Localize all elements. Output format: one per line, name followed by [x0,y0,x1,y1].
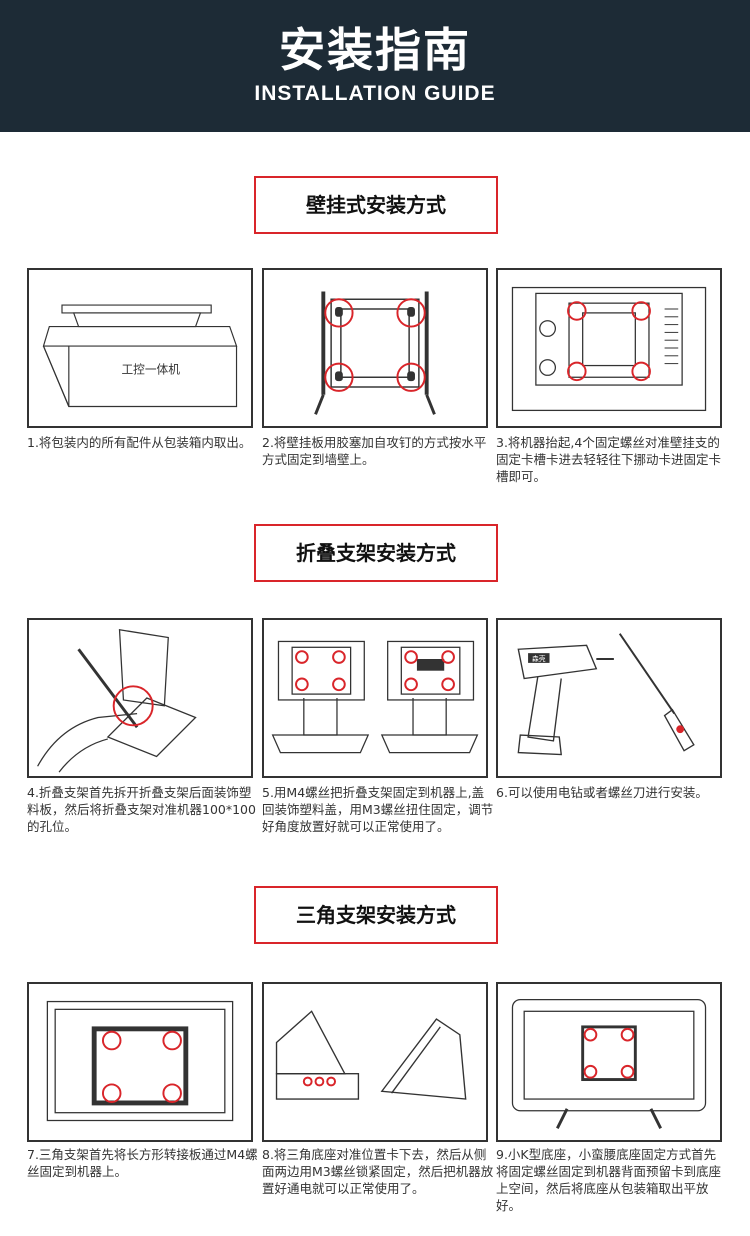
header-banner: 安装指南 INSTALLATION GUIDE [0,0,750,132]
drill-brand-label: 森壳 [532,654,546,663]
section-title-folding-stand: 折叠支架安装方式 [254,524,498,582]
step-9-caption: 9.小K型底座，小蛮腰底座固定方式首先将固定螺丝固定到机器背面预留卡到底座上空间… [496,1147,722,1213]
step-6-caption: 6.可以使用电钻或者螺丝刀进行安装。 [496,785,708,800]
triangle-base-illustration [275,1010,467,1100]
step-9-image [496,982,722,1142]
step-8-caption: 8.将三角底座对准位置卡下去，然后从侧面两边用M3螺丝锁紧固定，然后把机器放置好… [262,1147,494,1196]
page-title: 安装指南 [279,23,471,77]
k-base-illustration [511,998,707,1129]
page-subtitle: INSTALLATION GUIDE [254,82,496,105]
drill-screwdriver-illustration: 森壳 [517,633,695,756]
step-1-caption: 1.将包装内的所有配件从包装箱内取出。 [27,435,252,450]
step-8-image [262,982,488,1142]
step-7-caption: 7.三角支架首先将长方形转接板通过M4螺丝固定到机器上。 [27,1147,258,1179]
step-5-caption: 5.用M4螺丝把折叠支架固定到机器上,盖回装饰塑料盖，用M3螺丝扭住固定，调节好… [262,785,494,834]
machine-back-wall-illustration [511,286,707,412]
folding-stand-illustration [37,628,197,773]
step-6-image: 森壳 [496,618,722,778]
step-7-image [27,982,253,1142]
step-4-caption: 4.折叠支架首先拆开折叠支架后面装饰塑料板，然后将折叠支架对准机器100*100… [27,785,256,834]
step-3-image [496,268,722,428]
adapter-plate-illustration [46,1000,234,1122]
wall-plate-illustration [314,291,436,415]
step-2-image [262,268,488,428]
step-1-image: 工控一体机 [27,268,253,428]
step-4-image [27,618,253,778]
folding-stand-mounted-illustration [271,640,479,754]
section-title-triangle-stand: 三角支架安装方式 [254,886,498,944]
box-label: 工控一体机 [121,362,180,376]
packing-box-illustration: 工控一体机 [42,304,238,408]
step-3-caption: 3.将机器抬起,4个固定螺丝对准壁挂支的固定卡槽卡进去轻轻往下挪动卡进固定卡槽即… [496,435,722,484]
step-2-caption: 2.将壁挂板用胶塞加自攻钉的方式按水平方式固定到墙壁上。 [262,435,487,467]
section-title-wall-mount: 壁挂式安装方式 [254,176,498,234]
step-5-image [262,618,488,778]
